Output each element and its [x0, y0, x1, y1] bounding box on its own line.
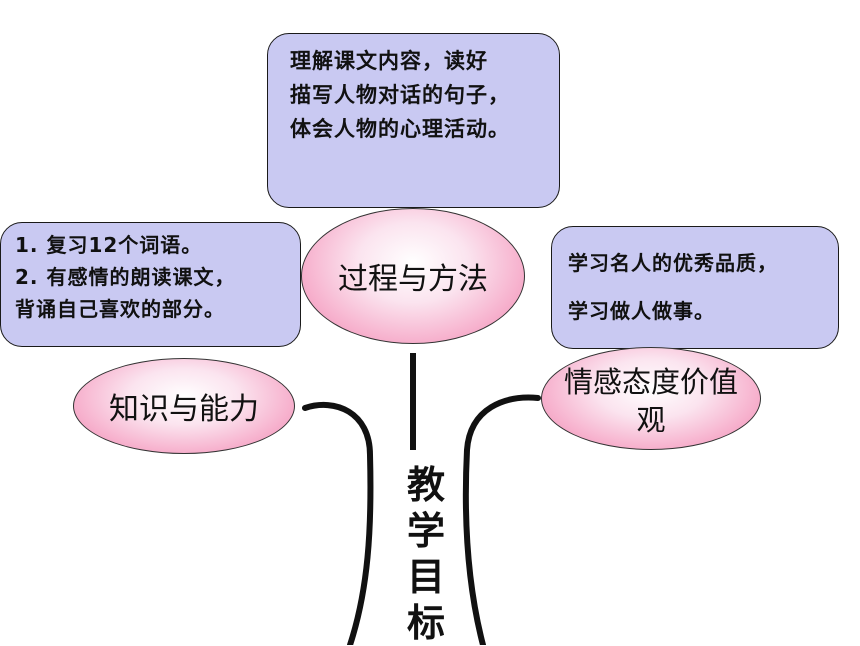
right-box-line-2: 学习做人做事。	[568, 299, 715, 323]
process-method-ellipse: 过程与方法	[301, 208, 525, 344]
top-objective-box: 理解课文内容，读好 描写人物对话的句子， 体会人物的心理活动。	[267, 33, 560, 208]
knowledge-ability-ellipse: 知识与能力	[73, 358, 295, 454]
emotion-values-ellipse: 情感态度价值 观	[541, 347, 761, 450]
teaching-goal-char-2: 学	[406, 509, 445, 553]
knowledge-ability-label: 知识与能力	[109, 392, 259, 427]
process-method-label: 过程与方法	[338, 262, 488, 297]
emotion-values-label-line-2: 观	[636, 402, 666, 437]
teaching-goal-char-4: 标	[406, 601, 445, 645]
top-box-line-3: 体会人物的心理活动。	[290, 117, 510, 141]
left-branch	[302, 401, 374, 645]
teaching-goal-label: 教 学 目 标	[396, 462, 456, 646]
teaching-goal-char-3: 目	[406, 555, 445, 599]
left-box-line-3: 背诵自己喜欢的部分。	[15, 297, 225, 321]
right-branch	[462, 394, 541, 645]
emotion-values-label-line-1: 情感态度价值	[563, 364, 738, 399]
teaching-goal-char-1: 教	[406, 463, 445, 507]
top-box-line-1: 理解课文内容，读好	[290, 49, 488, 73]
left-box-line-2: 2. 有感情的朗读课文，	[15, 265, 236, 289]
top-box-line-2: 描写人物对话的句子，	[290, 83, 510, 107]
right-box-line-1: 学习名人的优秀品质，	[568, 251, 778, 275]
left-objective-box: 1. 复习12个词语。 2. 有感情的朗读课文， 背诵自己喜欢的部分。	[0, 222, 301, 347]
right-objective-box: 学习名人的优秀品质， 学习做人做事。	[551, 226, 839, 349]
left-box-line-1: 1. 复习12个词语。	[15, 233, 203, 257]
